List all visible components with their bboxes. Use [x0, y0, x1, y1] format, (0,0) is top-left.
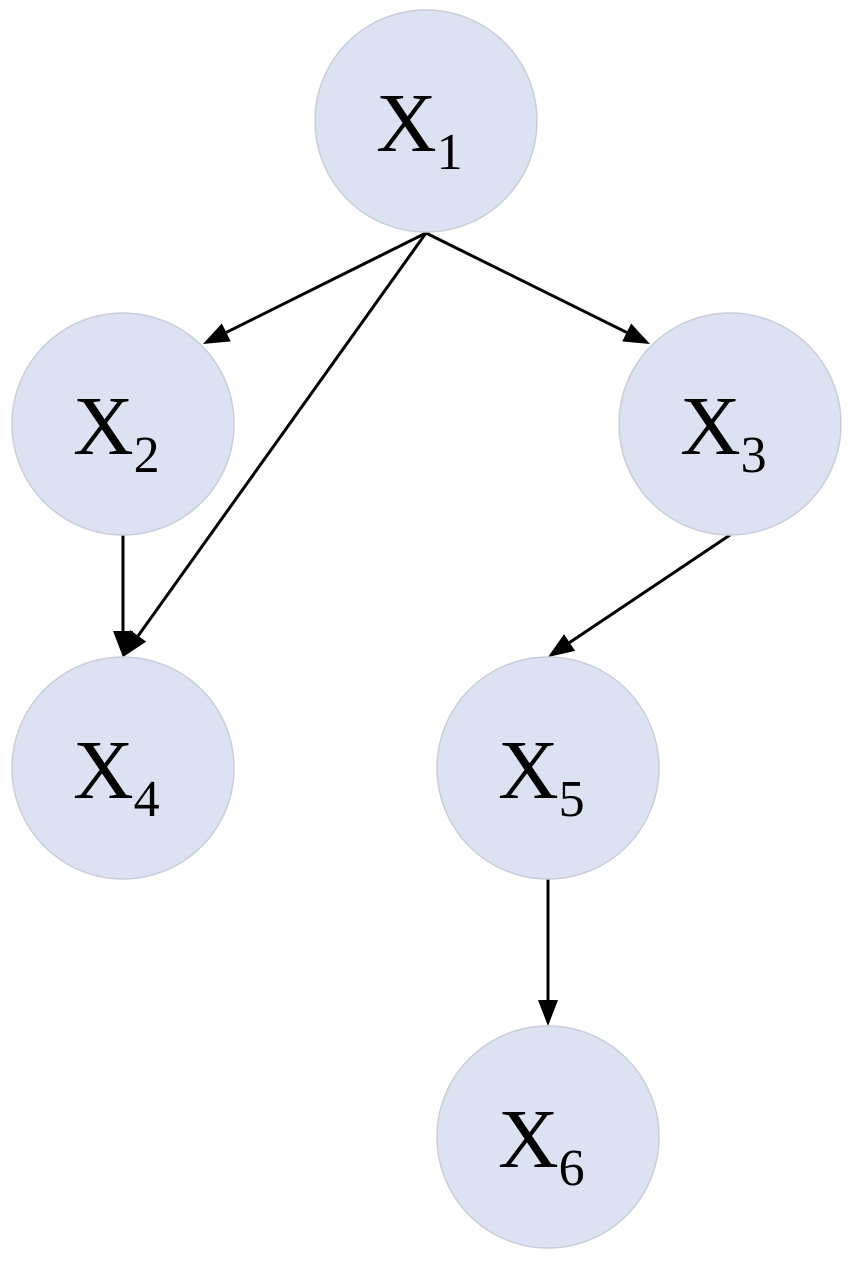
node-subscript: 2: [134, 427, 160, 484]
arrowhead-icon: [622, 323, 650, 344]
node-subscript: 5: [559, 771, 585, 828]
node-x5: X5: [436, 656, 660, 880]
node-circle-x6: [436, 1025, 660, 1249]
node-subscript: 6: [559, 1140, 585, 1197]
node-x1: X1: [314, 9, 538, 233]
edge-line-x1-x4: [136, 232, 428, 637]
edge-line-x1-x3: [425, 231, 628, 334]
node-x3: X3: [618, 312, 842, 536]
node-label-x6: X6: [498, 1093, 585, 1197]
arrowhead-icon: [113, 631, 133, 657]
node-circle-x5: [436, 656, 660, 880]
node-subscript: 1: [437, 124, 463, 181]
edge-x3-x5: [548, 533, 731, 657]
node-letter: X: [73, 380, 134, 473]
edges-layer: [113, 231, 731, 1026]
arrowhead-icon: [203, 323, 231, 344]
node-label-x5: X5: [498, 724, 585, 828]
node-label-x2: X2: [73, 380, 160, 484]
node-letter: X: [376, 77, 437, 170]
node-label-x3: X3: [680, 380, 767, 484]
node-label-x1: X1: [376, 77, 463, 181]
node-x6: X6: [436, 1025, 660, 1249]
edge-line-x3-x5: [568, 533, 731, 644]
node-subscript: 3: [741, 427, 767, 484]
arrowhead-icon: [538, 1000, 558, 1026]
node-x2: X2: [11, 312, 235, 536]
node-circle-x1: [314, 9, 538, 233]
node-letter: X: [680, 380, 741, 473]
node-letter: X: [498, 1093, 559, 1186]
node-label-x4: X4: [73, 724, 160, 828]
edge-x5-x6: [538, 879, 558, 1026]
edge-line-x1-x2: [225, 231, 427, 334]
arrowhead-icon: [548, 634, 576, 657]
edge-x2-x4: [113, 535, 133, 657]
node-circle-x2: [11, 312, 235, 536]
node-circle-x4: [11, 656, 235, 880]
node-subscript: 4: [134, 771, 160, 828]
edge-x1-x3: [425, 231, 650, 344]
edge-x1-x2: [203, 231, 427, 344]
node-x4: X4: [11, 656, 235, 880]
node-circle-x3: [618, 312, 842, 536]
node-letter: X: [498, 724, 559, 817]
node-letter: X: [73, 724, 134, 817]
